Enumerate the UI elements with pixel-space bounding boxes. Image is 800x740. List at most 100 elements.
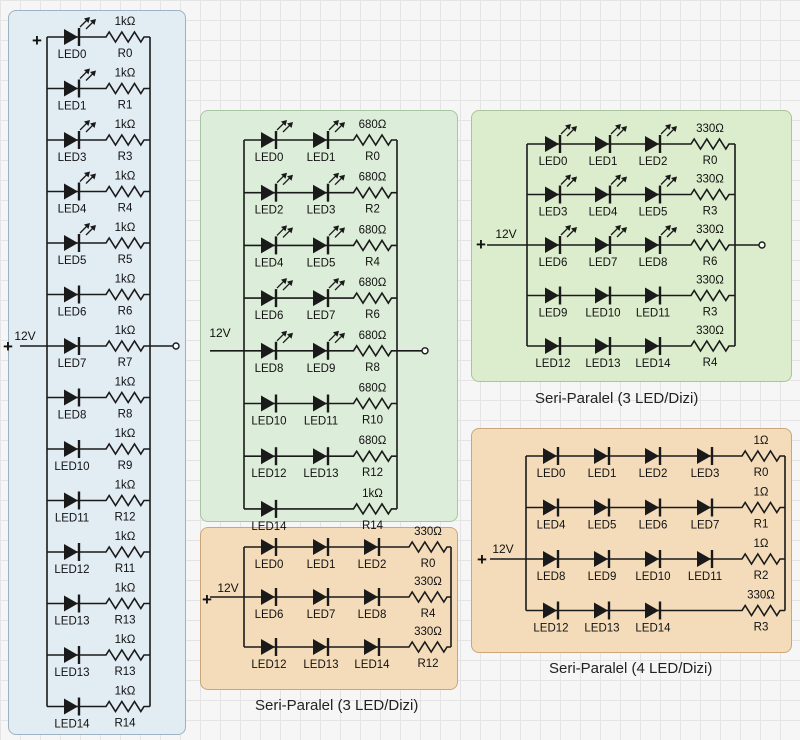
- resistor-symbol: [100, 339, 150, 353]
- led-label: LED13: [303, 659, 338, 671]
- caption-three-led-orange: Seri-Paralel (3 LED/Dizi): [255, 697, 419, 714]
- led-label: LED10: [635, 571, 670, 583]
- diode-triangle: [64, 647, 78, 663]
- led-label: LED9: [307, 363, 336, 375]
- light-emission-icon: [560, 124, 577, 137]
- resistor-name: R1: [118, 100, 133, 112]
- arrow-head: [671, 176, 677, 183]
- arrow-head: [281, 172, 287, 179]
- diode-triangle: [64, 492, 78, 509]
- arrow-head: [90, 19, 96, 25]
- led-symbol: [261, 278, 293, 308]
- led-symbol: [313, 394, 330, 413]
- diode-triangle: [645, 448, 659, 464]
- resistor-symbol: [100, 391, 150, 404]
- resistor-value: 680Ω: [359, 224, 387, 236]
- resistor-value: 680Ω: [359, 172, 387, 184]
- resistor-symbol: [348, 502, 397, 516]
- led-symbol: [261, 330, 293, 360]
- led-symbol: [313, 225, 345, 255]
- resistor-name: R12: [417, 658, 438, 670]
- led-label: LED13: [54, 616, 89, 628]
- resistor-symbol: [100, 494, 150, 507]
- resistor-symbol: [405, 640, 451, 654]
- diode-triangle: [261, 184, 275, 201]
- light-emission-icon: [328, 225, 345, 238]
- resistor-symbol: [100, 82, 150, 95]
- light-emission-icon: [610, 124, 627, 137]
- resistor-name: R4: [365, 256, 380, 268]
- led-label: LED13: [585, 358, 620, 370]
- resistor-name: R6: [118, 306, 133, 318]
- circuit-panel-three-led-green: [471, 110, 792, 382]
- led-symbol: [594, 601, 611, 620]
- led-label: LED14: [354, 659, 390, 671]
- led-label: LED4: [255, 257, 284, 269]
- led-label: LED1: [58, 101, 87, 113]
- diode-triangle: [645, 602, 659, 619]
- resistor-value: 1kΩ: [362, 488, 383, 500]
- led-symbol: [64, 68, 96, 98]
- diode-triangle: [261, 639, 275, 655]
- led-label: LED7: [691, 520, 720, 532]
- resistor-name: R0: [421, 558, 436, 570]
- led-label: LED6: [539, 257, 568, 269]
- led-symbol: [364, 638, 381, 656]
- led-label: LED4: [537, 520, 566, 532]
- resistor-name: R4: [703, 357, 718, 369]
- resistor-symbol: [100, 236, 150, 250]
- resistor-symbol: [405, 540, 451, 554]
- led-label: LED2: [255, 205, 284, 217]
- diode-triangle: [543, 551, 557, 567]
- led-symbol: [543, 447, 560, 465]
- led-label: LED6: [255, 609, 284, 621]
- arrow-head: [615, 174, 621, 181]
- arrow-head: [333, 120, 339, 126]
- diode-triangle: [595, 186, 609, 203]
- diode-triangle: [313, 184, 327, 201]
- arrow-head: [665, 174, 671, 181]
- diode-triangle: [594, 551, 608, 567]
- light-emission-icon: [79, 223, 96, 236]
- resistor-name: R3: [118, 151, 133, 163]
- resistor-symbol: [737, 501, 785, 514]
- led-label: LED0: [58, 49, 87, 61]
- led-symbol: [364, 588, 381, 606]
- led-label: LED0: [537, 468, 566, 480]
- led-label: LED14: [635, 623, 671, 635]
- arrow-head: [571, 126, 577, 132]
- diode-triangle: [645, 551, 659, 567]
- led-label: LED1: [589, 156, 618, 168]
- resistor-name: R3: [754, 622, 769, 634]
- diode-triangle: [64, 389, 78, 406]
- diode-triangle: [543, 602, 557, 619]
- led-label: LED8: [639, 257, 668, 269]
- resistor-name: R10: [362, 415, 383, 427]
- led-label: LED2: [639, 468, 668, 480]
- diode-triangle: [64, 286, 78, 303]
- resistor-symbol: [100, 185, 150, 198]
- resistor-symbol: [685, 137, 735, 151]
- diode-triangle: [261, 290, 275, 307]
- resistor-name: R12: [114, 512, 135, 524]
- resistor-value: 1kΩ: [115, 325, 136, 337]
- light-emission-icon: [276, 330, 293, 344]
- led-label: LED13: [54, 667, 89, 679]
- resistor-name: R14: [114, 718, 136, 730]
- plus-sign: +: [3, 337, 13, 356]
- arrow-head: [287, 280, 293, 287]
- resistor-name: R7: [118, 357, 133, 369]
